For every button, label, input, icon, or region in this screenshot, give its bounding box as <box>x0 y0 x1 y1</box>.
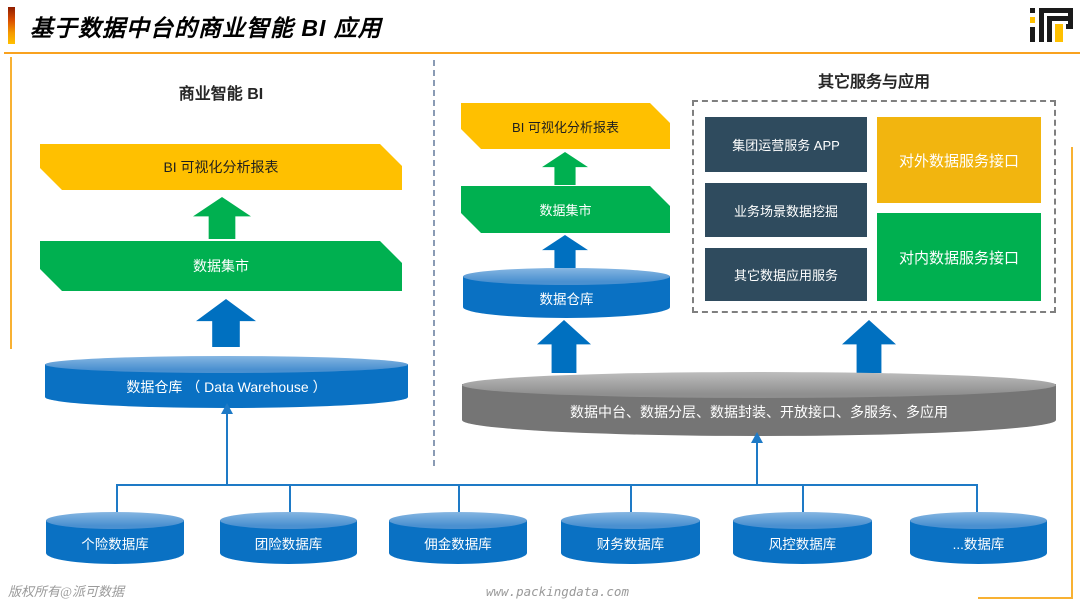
database-cylinder-risk: 风控数据库 <box>733 512 872 564</box>
left-data-mart-banner: 数据集市 <box>40 241 402 291</box>
title-underline <box>4 52 1080 54</box>
right-accent-line <box>1071 147 1073 599</box>
cylinder-top <box>389 512 527 529</box>
left-bi-report-label: BI 可视化分析报表 <box>163 159 279 175</box>
copyright-text: 版权所有@派可数据 <box>8 584 124 599</box>
database-cylinder-group: 团险数据库 <box>220 512 357 564</box>
left-accent-line <box>10 57 12 349</box>
service-box-data-mining: 业务场景数据挖掘 <box>705 183 867 237</box>
website-text: www.packingdata.com <box>486 584 629 599</box>
title-accent-bar <box>8 7 15 44</box>
database-label: 团险数据库 <box>254 537 323 552</box>
middle-bi-report-label: BI 可视化分析报表 <box>512 119 619 135</box>
cylinder-top <box>733 512 872 529</box>
database-cylinder-personal: 个险数据库 <box>46 512 184 564</box>
external-data-api-box: 对外数据服务接口 <box>877 117 1041 203</box>
database-label: 个险数据库 <box>81 537 149 552</box>
other-services-dashed-box <box>692 100 1056 313</box>
middle-data-warehouse-cylinder: 数据仓库 <box>463 268 670 318</box>
left-section-heading: 商业智能 BI <box>178 86 264 103</box>
cylinder-top <box>46 512 184 529</box>
database-label: 财务数据库 <box>596 537 665 552</box>
database-cylinder-commission: 佣金数据库 <box>389 512 527 564</box>
data-middle-platform-label: 数据中台、数据分层、数据封装、开放接口、多服务、多应用 <box>570 404 948 420</box>
paike-data-logo-icon <box>1030 6 1078 44</box>
bottom-right-accent-line <box>978 597 1073 599</box>
right-section-heading: 其它服务与应用 <box>817 74 930 91</box>
database-label: 佣金数据库 <box>424 537 492 552</box>
cylinder-top <box>45 356 408 373</box>
middle-data-mart-label: 数据集市 <box>539 203 592 218</box>
cylinder-top <box>561 512 700 529</box>
data-middle-platform-cylinder: 数据中台、数据分层、数据封装、开放接口、多服务、多应用 <box>462 372 1056 436</box>
section-divider-dashed-line <box>433 60 435 466</box>
left-data-mart-label: 数据集市 <box>193 258 249 274</box>
service-box-other-apps: 其它数据应用服务 <box>705 248 867 301</box>
service-box-group-app: 集团运营服务 APP <box>705 117 867 172</box>
middle-data-mart-banner: 数据集市 <box>461 186 670 233</box>
middle-bi-report-banner: BI 可视化分析报表 <box>461 103 670 149</box>
left-data-warehouse-label: 数据仓库 （ Data Warehouse ） <box>126 379 327 395</box>
page-title: 基于数据中台的商业智能 BI 应用 <box>30 15 382 41</box>
database-label: ...数据库 <box>952 537 1005 552</box>
middle-data-warehouse-label: 数据仓库 <box>539 292 594 307</box>
left-data-warehouse-cylinder: 数据仓库 （ Data Warehouse ） <box>45 356 408 408</box>
database-cylinder-finance: 财务数据库 <box>561 512 700 564</box>
cylinder-top <box>910 512 1047 529</box>
cylinder-top <box>220 512 357 529</box>
internal-data-api-box: 对内数据服务接口 <box>877 213 1041 301</box>
cylinder-top <box>462 372 1056 398</box>
cylinder-top <box>463 268 670 285</box>
database-cylinder-other: ...数据库 <box>910 512 1047 564</box>
left-bi-report-banner: BI 可视化分析报表 <box>40 144 402 190</box>
database-label: 风控数据库 <box>768 537 837 552</box>
